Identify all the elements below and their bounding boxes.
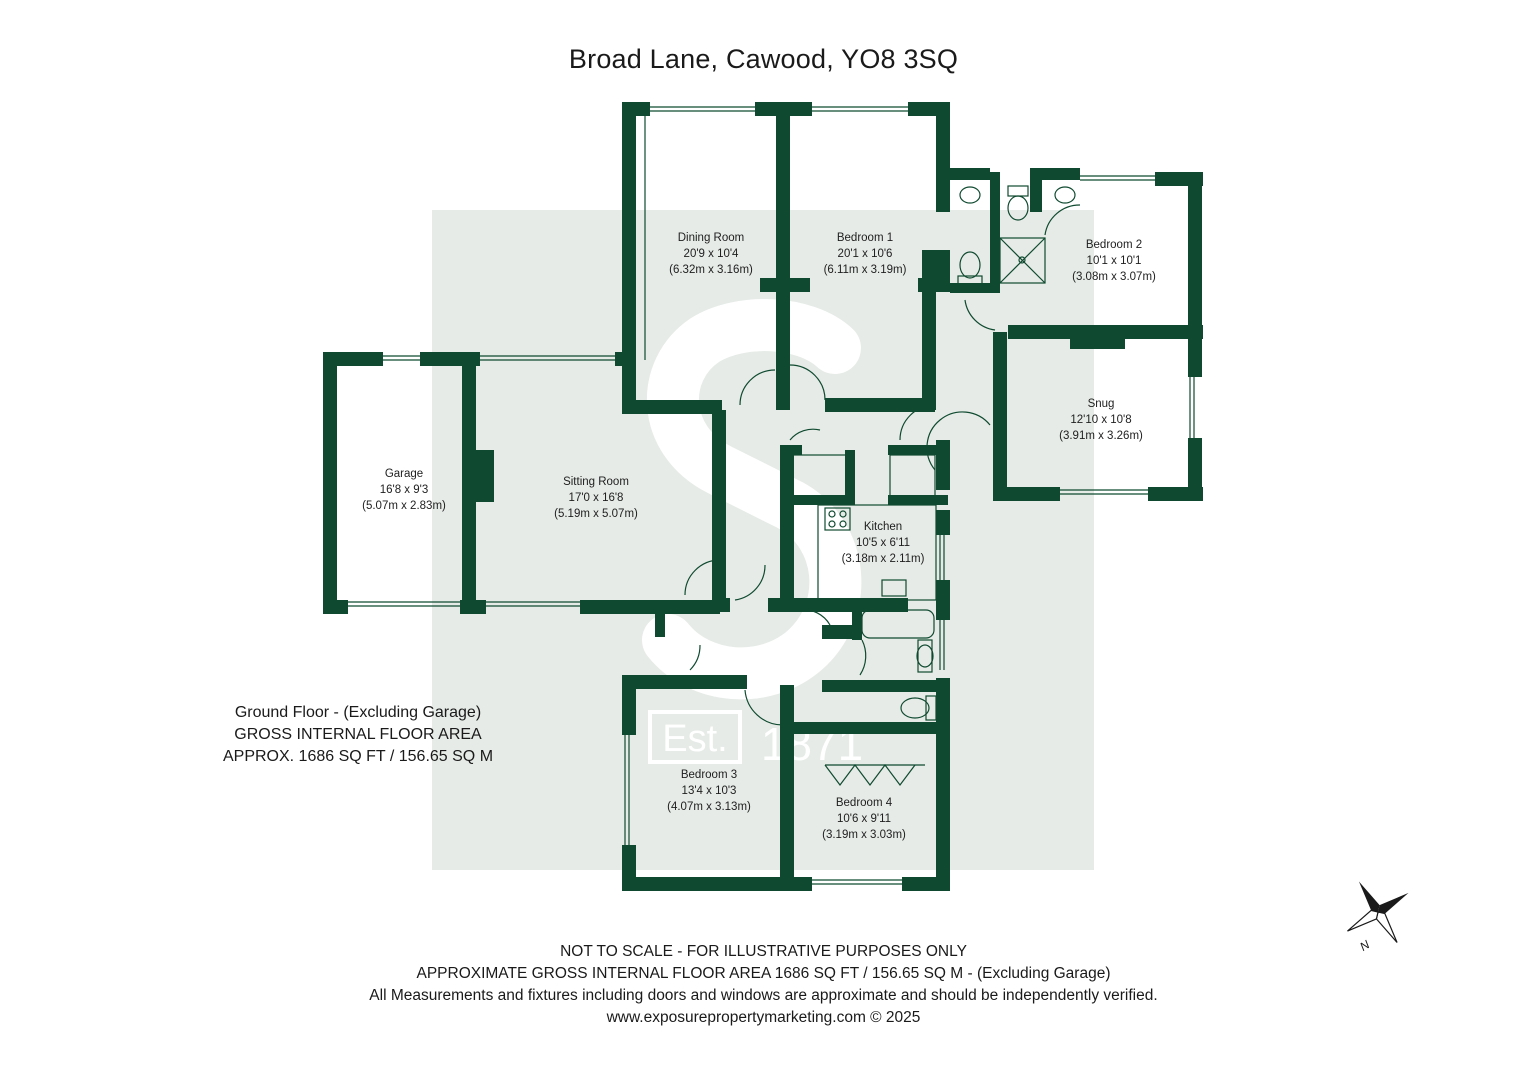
floor-note-line-1: Ground Floor - (Excluding Garage) (234, 704, 482, 721)
floor-area-note: Ground Floor - (Excluding Garage) GROSS … (218, 702, 498, 768)
room-metric: (6.11m x 3.19m) (824, 264, 907, 276)
watermark: Est. 1871 (432, 210, 1094, 870)
room-name: Snug (1088, 398, 1115, 410)
room-dining-room: Dining Room 20'9 x 10'4 (6.32m x 3.16m) (669, 232, 753, 276)
room-sitting-room: Sitting Room 17'0 x 16'8 (5.19m x 5.07m) (554, 476, 638, 520)
room-name: Garage (385, 468, 423, 480)
watermark-est-text: Est. (662, 718, 727, 760)
room-name: Bedroom 3 (681, 769, 737, 781)
room-snug: Snug 12'10 x 10'8 (3.91m x 3.26m) (1059, 398, 1143, 442)
room-bedroom-3: Bedroom 3 13'4 x 10'3 (4.07m x 3.13m) (667, 769, 751, 813)
room-metric: (3.08m x 3.07m) (1072, 271, 1156, 283)
room-bedroom-4: Bedroom 4 10'6 x 9'11 (3.19m x 3.03m) (822, 797, 906, 841)
room-imperial: 12'10 x 10'8 (1070, 414, 1131, 426)
floor-note-line-3: APPROX. 1686 SQ FT / 156.65 SQ M (222, 748, 494, 765)
walls (323, 102, 1203, 891)
room-metric: (3.91m x 3.26m) (1059, 430, 1143, 442)
room-garage: Garage 16'8 x 9'3 (5.07m x 2.83m) (362, 468, 446, 512)
room-metric: (5.07m x 2.83m) (362, 500, 446, 512)
room-imperial: 10'5 x 6'11 (856, 537, 910, 549)
room-imperial: 20'1 x 10'6 (838, 248, 893, 260)
footer-line-3: All Measurements and fixtures including … (369, 987, 1158, 1004)
room-name: Bedroom 1 (837, 232, 893, 244)
room-kitchen: Kitchen 10'5 x 6'11 (3.18m x 2.11m) (842, 521, 925, 565)
room-name: Dining Room (678, 232, 744, 244)
room-imperial: 13'4 x 10'3 (682, 785, 737, 797)
room-imperial: 20'9 x 10'4 (684, 248, 740, 260)
room-bedroom-2: Bedroom 2 10'1 x 10'1 (3.08m x 3.07m) (1072, 239, 1156, 283)
floor-note-line-2: GROSS INTERNAL FLOOR AREA (234, 726, 482, 743)
room-labels: Dining Room 20'9 x 10'4 (6.32m x 3.16m) … (362, 232, 1156, 841)
footer-line-1: NOT TO SCALE - FOR ILLUSTRATIVE PURPOSES… (560, 943, 967, 960)
room-imperial: 17'0 x 16'8 (569, 492, 624, 504)
room-metric: (5.19m x 5.07m) (554, 508, 638, 520)
footer-line-2: APPROXIMATE GROSS INTERNAL FLOOR AREA 16… (416, 965, 1111, 982)
room-bedroom-1: Bedroom 1 20'1 x 10'6 (6.11m x 3.19m) (824, 232, 907, 276)
room-imperial: 16'8 x 9'3 (380, 484, 429, 496)
room-imperial: 10'6 x 9'11 (837, 813, 891, 825)
room-metric: (4.07m x 3.13m) (667, 801, 751, 813)
room-imperial: 10'1 x 10'1 (1087, 255, 1142, 267)
room-metric: (3.19m x 3.03m) (822, 829, 906, 841)
footer-line-4: www.exposurepropertymarketing.com © 2025 (606, 1009, 921, 1026)
room-metric: (6.32m x 3.16m) (669, 264, 753, 276)
room-metric: (3.18m x 2.11m) (842, 553, 925, 565)
room-name: Bedroom 2 (1086, 239, 1142, 251)
room-name: Sitting Room (563, 476, 629, 488)
compass-rose-icon (1347, 881, 1409, 943)
room-name: Bedroom 4 (836, 797, 893, 809)
plan-title: Broad Lane, Cawood, YO8 3SQ (568, 44, 959, 74)
room-name: Kitchen (864, 521, 902, 533)
footer-disclaimer: NOT TO SCALE - FOR ILLUSTRATIVE PURPOSES… (0, 941, 1527, 1029)
watermark-est-box (648, 710, 742, 764)
